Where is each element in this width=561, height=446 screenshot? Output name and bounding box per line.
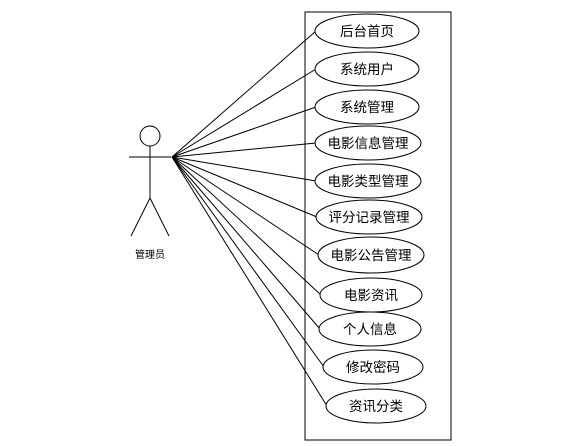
uc-personal-info[interactable]: 个人信息 (318, 311, 422, 347)
system-boundary (304, 11, 452, 441)
actor-left-leg (130, 197, 151, 237)
uc-movie-news[interactable]: 电影资讯 (319, 277, 423, 313)
uc-news-category[interactable]: 资讯分类 (325, 388, 427, 424)
use-case-ellipse[interactable] (318, 311, 422, 347)
actor-head (139, 125, 161, 147)
uc-sys-manage[interactable]: 系统管理 (314, 89, 420, 125)
actor-label: 管理员 (135, 248, 165, 261)
use-case-label: 个人信息 (343, 321, 397, 338)
use-case-ellipse[interactable] (314, 89, 420, 125)
use-case-ellipse[interactable] (314, 13, 420, 49)
association-line (171, 156, 321, 330)
association-line (171, 68, 317, 158)
uc-change-password[interactable]: 修改密码 (322, 349, 424, 385)
use-case-label: 电影类型管理 (328, 174, 409, 190)
use-case-ellipse[interactable] (315, 199, 423, 235)
use-case-label: 电影信息管理 (328, 135, 409, 152)
use-case-ellipse[interactable] (314, 163, 422, 199)
use-case-ellipse[interactable] (322, 349, 424, 385)
use-case-label: 系统用户 (340, 61, 394, 78)
actor-figure (129, 125, 171, 237)
use-case-list: 后台首页系统用户系统管理电影信息管理电影类型管理评分记录管理电影公告管理电影资讯… (314, 13, 427, 424)
use-case-label: 系统管理 (340, 100, 394, 116)
association-line (171, 156, 318, 218)
association-line (171, 156, 325, 368)
use-case-label: 电影资讯 (344, 288, 398, 304)
use-case-ellipse[interactable] (317, 236, 425, 274)
uc-movie-info[interactable]: 电影信息管理 (314, 125, 422, 161)
association-line (171, 30, 317, 158)
association-line (171, 106, 317, 158)
use-case-label: 评分记录管理 (329, 210, 410, 226)
use-case-ellipse[interactable] (314, 125, 422, 161)
association-lines (171, 30, 328, 407)
association-line (171, 142, 317, 158)
actor-right-leg (149, 197, 170, 237)
uc-movie-notice[interactable]: 电影公告管理 (317, 236, 425, 274)
association-line (171, 156, 328, 407)
use-case-ellipse[interactable] (314, 51, 420, 87)
association-line (171, 156, 317, 182)
uc-sys-users[interactable]: 系统用户 (314, 51, 420, 87)
association-line (171, 156, 322, 296)
association-line (171, 156, 320, 256)
use-case-label: 修改密码 (346, 359, 400, 376)
use-case-label: 电影公告管理 (331, 248, 412, 264)
use-case-ellipse[interactable] (325, 388, 427, 424)
uc-home[interactable]: 后台首页 (314, 13, 420, 49)
uc-movie-type[interactable]: 电影类型管理 (314, 163, 422, 199)
uc-rating-records[interactable]: 评分记录管理 (315, 199, 423, 235)
use-case-label: 资讯分类 (349, 399, 403, 415)
use-case-label: 后台首页 (340, 24, 394, 40)
